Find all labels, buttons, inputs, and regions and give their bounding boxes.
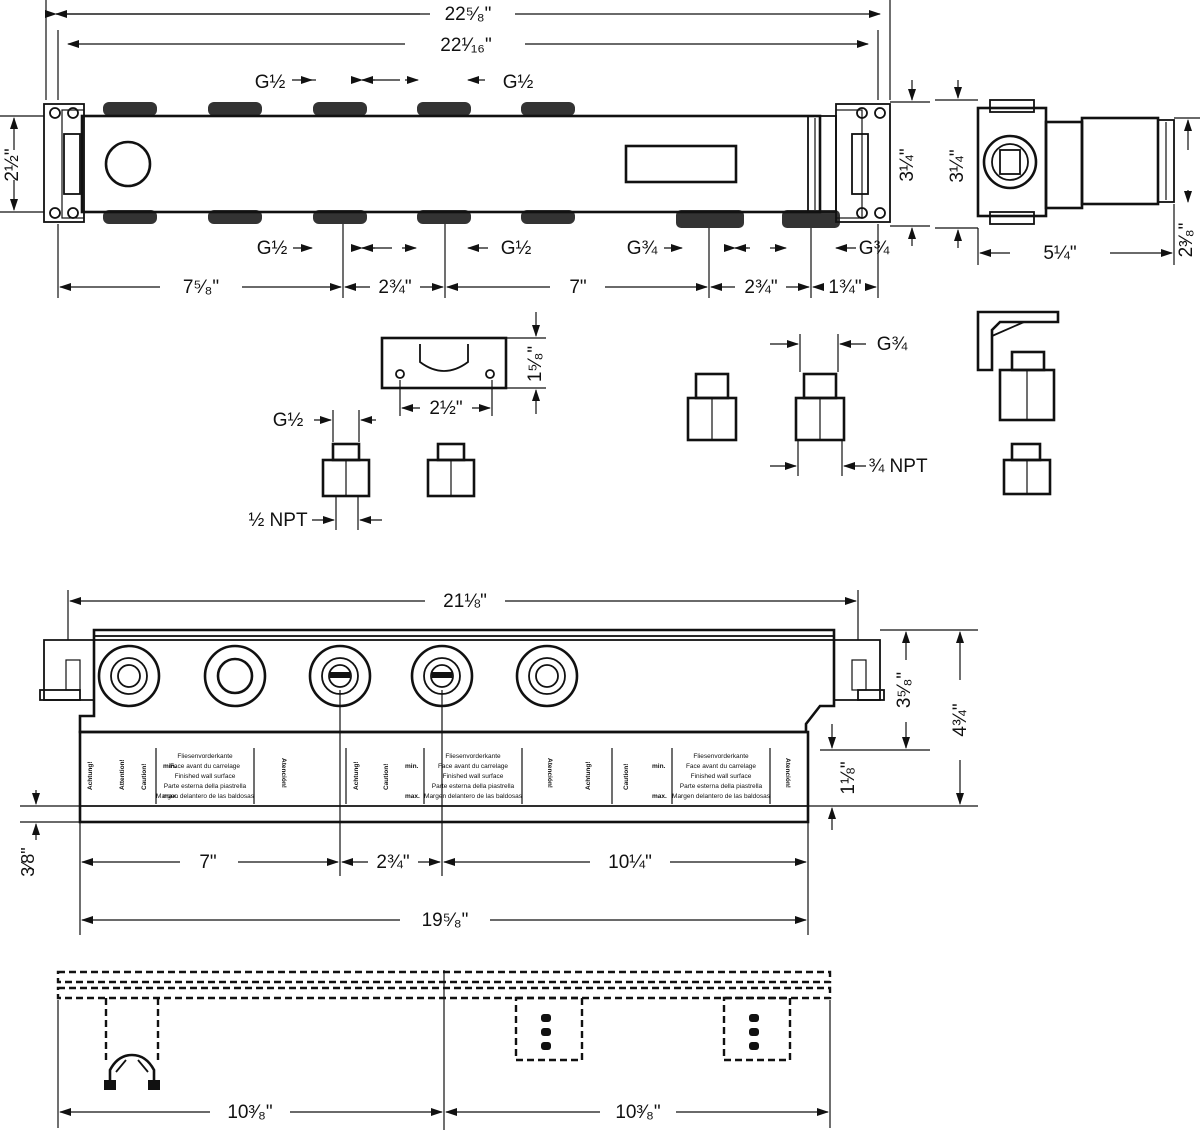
- dim-right-height: 3¼": [897, 148, 918, 181]
- strip-achtung-3: Achtung!: [585, 761, 592, 790]
- strip-en-title-2: Finished wall surface: [443, 773, 504, 780]
- strip-fr-title-2: Face avant du carrelage: [438, 763, 508, 770]
- strip-atencion-1: Atención!: [280, 758, 287, 788]
- strip-achtung-1: Achtung!: [87, 761, 94, 790]
- dim-span-b: 2¾": [378, 277, 411, 298]
- strip-fr-title-1: Face avant du carrelage: [170, 763, 240, 770]
- dim-top-overall: 22⁵⁄₈": [445, 4, 492, 25]
- angle-bracket-and-adapters: [976, 310, 1060, 496]
- strip-en-title-1: Finished wall surface: [175, 773, 236, 780]
- dim-front-height-b: 4¾": [950, 703, 971, 736]
- dim-port-bottom-left: G½: [257, 238, 288, 259]
- strip-es-title-1: Margen delantero de las baldosas: [156, 793, 255, 800]
- strip-es-title-2: Margen delantero de las baldosas: [424, 793, 523, 800]
- strip-caution-2: Caution!: [383, 764, 390, 790]
- dim-front-height-a: 3⁵⁄₈": [894, 672, 915, 708]
- dim-adapter-small-bottom: ½ NPT: [248, 510, 308, 531]
- dim-front-span-b: 2¾": [376, 852, 409, 873]
- mounting-bracket: 2½" 1⁵⁄₈": [380, 312, 546, 419]
- dim-bracket-width: 2½": [429, 398, 462, 419]
- adapter-three-quarter: G¾ ¾ NPT: [686, 334, 928, 477]
- dim-front-span-c: 10¼": [608, 852, 652, 873]
- strip-attention-1: Attention!: [119, 759, 126, 790]
- strip-it-title-2: Parte esterna della piastrella: [432, 783, 515, 790]
- dim-span-c: 7": [569, 277, 586, 298]
- dim-plan-left: 10³⁄₈": [227, 1102, 272, 1123]
- strip-atencion-3: Atención!: [784, 758, 791, 788]
- strip-fr-title-3: Face avant du carrelage: [686, 763, 756, 770]
- dim-front-total: 19⁵⁄₈": [422, 910, 469, 931]
- strip-max-2: max.: [405, 793, 420, 800]
- dim-front-overall: 21⅛": [443, 591, 487, 612]
- strip-max-3: max.: [652, 793, 667, 800]
- dim-left-height: 2½": [2, 148, 23, 181]
- strip-de-title-1: Fliesenvorderkante: [177, 753, 233, 760]
- dim-span-a: 7⁵⁄₈": [183, 277, 219, 298]
- dim-front-left-small: 3⁄8": [18, 847, 38, 876]
- dim-plan-right: 10³⁄₈": [615, 1102, 660, 1123]
- strip-de-title-2: Fliesenvorderkante: [445, 753, 501, 760]
- strip-de-title-3: Fliesenvorderkante: [693, 753, 749, 760]
- dim-adapter-large-top: G¾: [877, 334, 909, 355]
- strip-atencion-2: Atención!: [546, 758, 553, 788]
- adapter-half-inch: G½ ½ NPT: [248, 410, 476, 531]
- strip-en-title-3: Finished wall surface: [691, 773, 752, 780]
- dim-port-top-left: G½: [255, 72, 286, 93]
- strip-min-2: min.: [405, 763, 419, 770]
- dim-port-top-right: G½: [503, 72, 534, 93]
- dim-side-right-height: 2³⁄₈": [1176, 223, 1197, 258]
- dim-side-depth-height: 3¼": [947, 149, 968, 182]
- dim-span-e: 1¾": [828, 277, 861, 298]
- strip-max-1: max.: [163, 793, 178, 800]
- strip-it-title-3: Parte esterna della piastrella: [680, 783, 763, 790]
- strip-caution-1: Caution!: [141, 764, 148, 790]
- strip-es-title-3: Margen delantero de las baldosas: [672, 793, 771, 800]
- dim-port-bottom-g34-b: G¾: [859, 238, 891, 259]
- strip-achtung-2: Achtung!: [353, 761, 360, 790]
- dim-adapter-large-bottom: ¾ NPT: [868, 456, 928, 477]
- strip-caution-3: Caution!: [623, 764, 630, 790]
- dim-span-d: 2¾": [744, 277, 777, 298]
- dim-bracket-height: 1⁵⁄₈": [525, 346, 546, 382]
- dim-front-height-c: 1⅛": [838, 761, 859, 794]
- front-view: 21⅛" Fliesenvorderkante Face avant du ca…: [18, 590, 978, 935]
- dim-adapter-small-top: G½: [273, 410, 304, 431]
- plan-view: 10³⁄₈" 10³⁄₈": [56, 970, 832, 1130]
- strip-it-title-1: Parte esterna della piastrella: [164, 783, 247, 790]
- dim-port-bottom-g34-a: G¾: [627, 238, 659, 259]
- dim-side-width: 5¼": [1043, 243, 1076, 264]
- strip-min-3: min.: [652, 763, 666, 770]
- strip-min-1: min.: [163, 763, 177, 770]
- dim-front-span-a: 7": [199, 852, 216, 873]
- side-view: 3¼" 5¼" 2³⁄₈": [935, 80, 1200, 265]
- dim-top-inner: 22¹⁄₁₆": [440, 35, 491, 56]
- dim-port-bottom-mid: G½: [501, 238, 532, 259]
- top-view: 22⁵⁄₈" 22¹⁄₁₆" G½ G½: [0, 0, 930, 298]
